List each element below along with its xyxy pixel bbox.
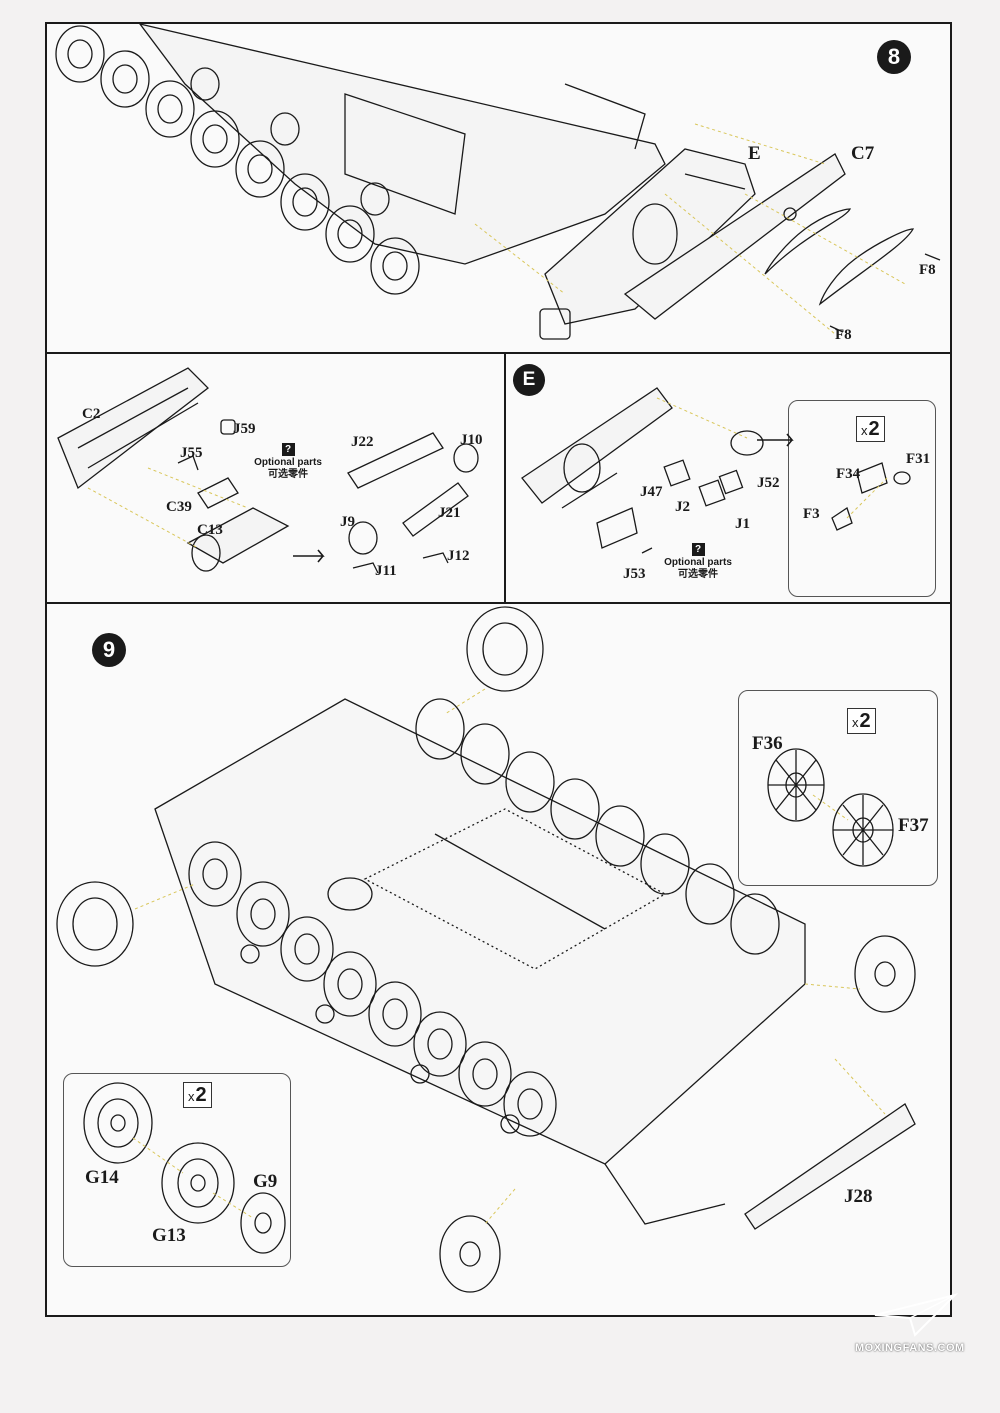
- subC-plate-C2: [57, 367, 209, 490]
- label-F34: F34: [836, 466, 861, 482]
- subC-cylinder-C13: [186, 507, 290, 564]
- subC-assembly-illustration: [57, 367, 479, 574]
- label-J21: J21: [438, 505, 461, 521]
- label-J9: J9: [340, 514, 355, 530]
- label-G13: G13: [152, 1225, 186, 1246]
- sprocket-halves-illustration: [83, 1082, 286, 1254]
- label-J22: J22: [351, 434, 374, 450]
- subE-part-F3: [831, 506, 853, 531]
- subC-clip-J12: [422, 552, 449, 564]
- label-E: E: [748, 143, 761, 164]
- idler-detail-box: [738, 690, 938, 886]
- moxingfans-logo-icon: [874, 1293, 959, 1337]
- step9-chassis-illustration: [56, 606, 916, 1293]
- subE-optional-parts-note: ? Optional parts 可选零件: [660, 543, 736, 580]
- label-J11: J11: [375, 563, 397, 579]
- optional-parts-cn: 可选零件: [268, 468, 308, 480]
- label-F31: F31: [906, 451, 931, 467]
- label-J53: J53: [623, 566, 646, 582]
- label-J59: J59: [233, 421, 256, 437]
- step8-road-wheels: [55, 25, 420, 295]
- subC-tube-J22: [347, 432, 444, 489]
- step8-rear-assembly-E: [539, 148, 756, 340]
- divider-step8-bottom: [45, 352, 952, 354]
- sprocket-detail-box: [63, 1073, 291, 1267]
- subE-part-J52: [730, 430, 764, 456]
- step9-idler-wheels: [439, 935, 916, 1293]
- idler-halves-illustration: [767, 748, 894, 867]
- label-C13: C13: [197, 522, 223, 538]
- subC-ring-J10: [453, 443, 479, 473]
- idler-multiplier: x2: [847, 708, 876, 734]
- label-C2: C2: [82, 406, 101, 422]
- step9-drive-sprockets: [56, 606, 544, 967]
- label-J2: J2: [675, 499, 690, 515]
- step9-rear-plate-J28: [744, 1103, 916, 1230]
- subE-multiplier: x2: [856, 416, 885, 442]
- watermark-text: MOXINGFANS.COM: [855, 1342, 965, 1354]
- label-C7: C7: [851, 143, 875, 164]
- optional-parts-icon: ?: [281, 443, 295, 456]
- sprocket-multiplier: x2: [183, 1082, 212, 1108]
- subE-assembly-illustration: [521, 387, 911, 554]
- optional-parts-en: Optional parts: [254, 457, 322, 468]
- label-J10: J10: [460, 432, 483, 448]
- step9-near-road-wheels: [188, 841, 557, 1137]
- label-J47: J47: [640, 484, 663, 500]
- divider-sub-middle: [504, 352, 506, 602]
- subE-part-F31: [893, 471, 911, 485]
- divider-sub-bottom: [45, 602, 952, 604]
- subC-optional-parts-note: ? Optional parts 可选零件: [250, 443, 326, 480]
- label-F37: F37: [898, 815, 929, 836]
- label-G14: G14: [85, 1167, 119, 1188]
- label-J1: J1: [735, 516, 750, 532]
- label-J28: J28: [844, 1186, 873, 1207]
- label-J52: J52: [757, 475, 780, 491]
- label-C39: C39: [166, 499, 192, 515]
- step8-tow-cables: [764, 208, 915, 306]
- label-F3: F3: [803, 506, 820, 522]
- subC-clip-J11: [352, 562, 379, 574]
- label-F8-top: F8: [919, 262, 936, 278]
- step-8-badge: 8: [877, 40, 911, 74]
- label-F8-bottom: F8: [835, 327, 852, 343]
- optional-parts-en: Optional parts: [664, 557, 732, 568]
- optional-parts-icon: ?: [691, 543, 705, 556]
- subC-tube-J21: [402, 482, 469, 537]
- label-G9: G9: [253, 1171, 278, 1192]
- label-F36: F36: [752, 733, 783, 754]
- optional-parts-cn: 可选零件: [678, 568, 718, 580]
- subC-bracket-C39: [197, 477, 239, 509]
- subC-cap-J9: [348, 521, 378, 555]
- step-9-badge: 9: [92, 633, 126, 667]
- step9-far-road-wheels: [415, 698, 780, 955]
- label-J55: J55: [180, 445, 203, 461]
- label-J12: J12: [447, 548, 470, 564]
- step8-hull-assembly-illustration: [55, 22, 941, 340]
- step8-rear-plate-C7: [623, 153, 846, 320]
- subassembly-E-badge: E: [513, 364, 545, 396]
- subE-part-F34: [856, 462, 888, 494]
